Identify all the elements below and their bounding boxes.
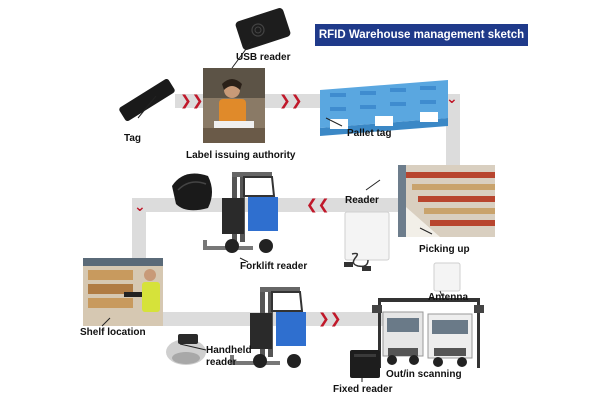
reader-panel-device	[344, 211, 390, 271]
usb-reader-device	[235, 8, 291, 50]
diagram-title: RFID Warehouse management sketch	[315, 24, 528, 46]
chevron-right-icon: ❯❯	[279, 93, 303, 109]
forklift-1	[203, 172, 278, 253]
tag-label: Tag	[124, 133, 142, 144]
shelf-location-photo	[83, 258, 163, 326]
picking-up-photo	[398, 165, 495, 237]
picking-up-label: Picking up	[419, 244, 470, 255]
chevron-down-icon: ⌄	[134, 199, 146, 215]
chevron-right-icon: ❯❯	[180, 93, 204, 109]
handheld-reader-device	[166, 334, 206, 365]
handheld-reader-label-line2: reader	[206, 357, 237, 368]
forklift-2	[230, 287, 306, 368]
pallet-device	[320, 80, 448, 136]
forklift-reader-label: Forklift reader	[240, 261, 308, 272]
chevron-left-icon: ❮❮	[306, 197, 330, 213]
usb-reader-label: USB reader	[236, 52, 291, 63]
connector-lines	[101, 40, 443, 382]
chevron-right-icon: ❯❯	[318, 311, 342, 327]
forklift-reader-device	[172, 173, 212, 211]
fixed-reader-device	[350, 350, 380, 378]
antenna-device	[433, 262, 461, 292]
handheld-reader-label-line1: Handheld	[206, 345, 252, 356]
reader-label: Reader	[345, 195, 379, 206]
pallet-tag-label: Pallet tag	[347, 128, 392, 139]
fixed-reader-label: Fixed reader	[333, 384, 393, 395]
rfid-tag-device	[119, 78, 175, 122]
antenna-label: Antenna	[428, 292, 468, 303]
out-in-scanning-label: Out/in scanning	[386, 369, 462, 380]
label-issuing-photo	[203, 68, 265, 143]
scanning-gate	[372, 298, 484, 368]
label-issuing-label: Label issuing authority	[186, 150, 296, 161]
chevron-down-icon: ⌄	[446, 91, 458, 107]
truck-1	[382, 311, 424, 365]
shelf-location-label: Shelf location	[80, 327, 146, 338]
truck-2	[427, 313, 473, 367]
